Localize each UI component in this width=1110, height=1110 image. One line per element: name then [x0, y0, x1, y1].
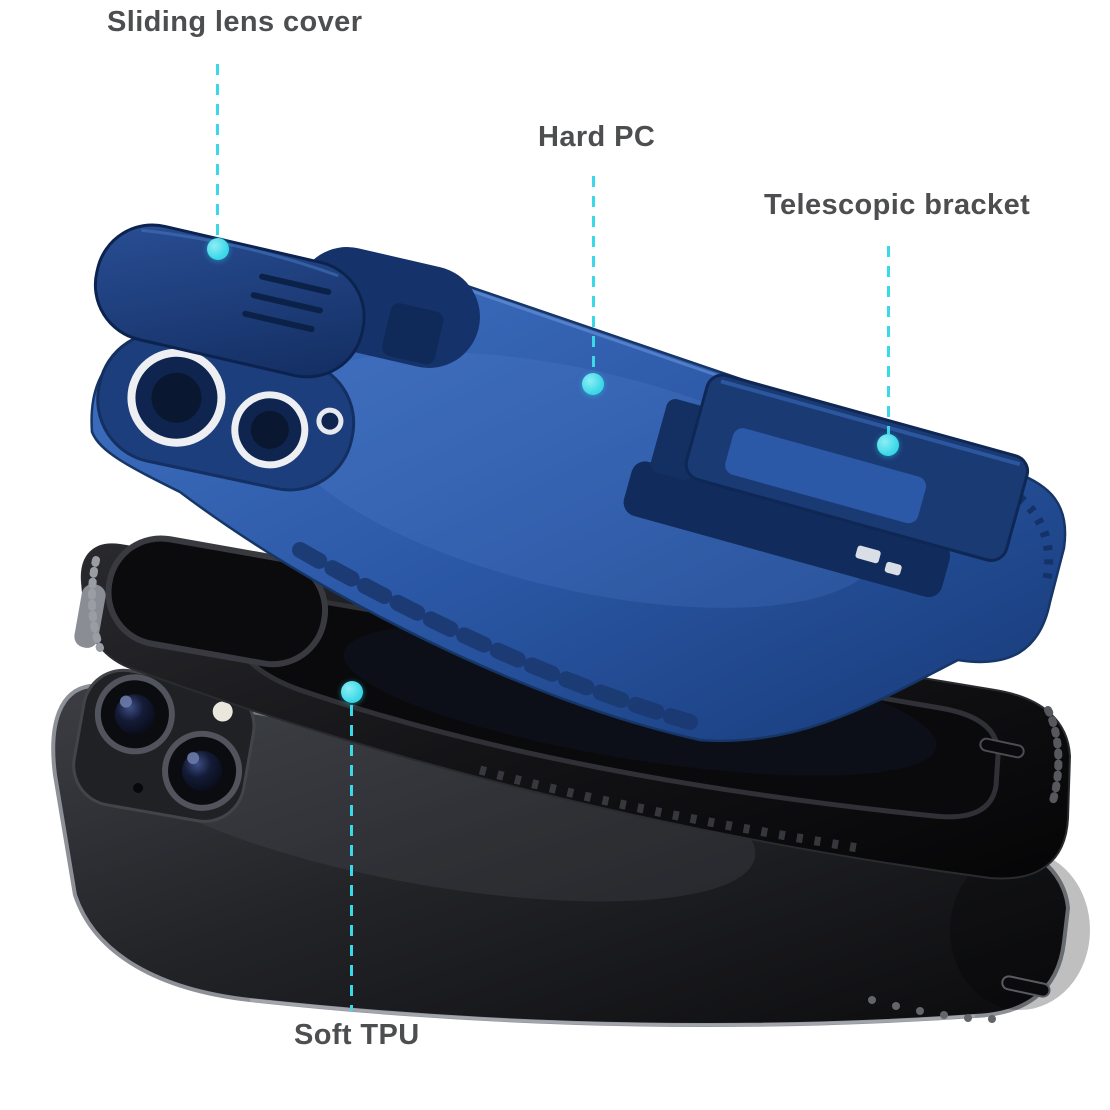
- leader-soft-tpu: [350, 705, 353, 1011]
- tpu-button-cutout: [979, 737, 1025, 759]
- hard-pc-shell: [90, 223, 1067, 743]
- flash-icon: [212, 701, 233, 722]
- leader-sliding-lens-cover: [216, 64, 219, 238]
- phone: [51, 668, 1090, 1027]
- label-soft-tpu: Soft TPU: [294, 1019, 420, 1051]
- label-sliding-lens-cover: Sliding lens cover: [107, 6, 363, 38]
- pointer-dot-soft-tpu: [341, 681, 363, 703]
- pointer-dot-telescopic-bracket: [877, 434, 899, 456]
- tpu-camera-cutout: [105, 535, 329, 668]
- sliding-lens-cover-part: [93, 223, 366, 379]
- label-telescopic-bracket: Telescopic bracket: [764, 189, 1031, 221]
- phone-speaker-holes: [868, 996, 996, 1023]
- pointer-dot-sliding-lens-cover: [207, 238, 229, 260]
- pointer-dot-hard-pc: [582, 373, 604, 395]
- phone-camera-module: [72, 668, 256, 823]
- phone-port: [1001, 975, 1051, 998]
- kickstand-bracket: [623, 373, 1030, 598]
- leader-telescopic-bracket: [887, 246, 890, 434]
- label-hard-pc: Hard PC: [538, 121, 656, 153]
- leader-hard-pc: [592, 176, 595, 373]
